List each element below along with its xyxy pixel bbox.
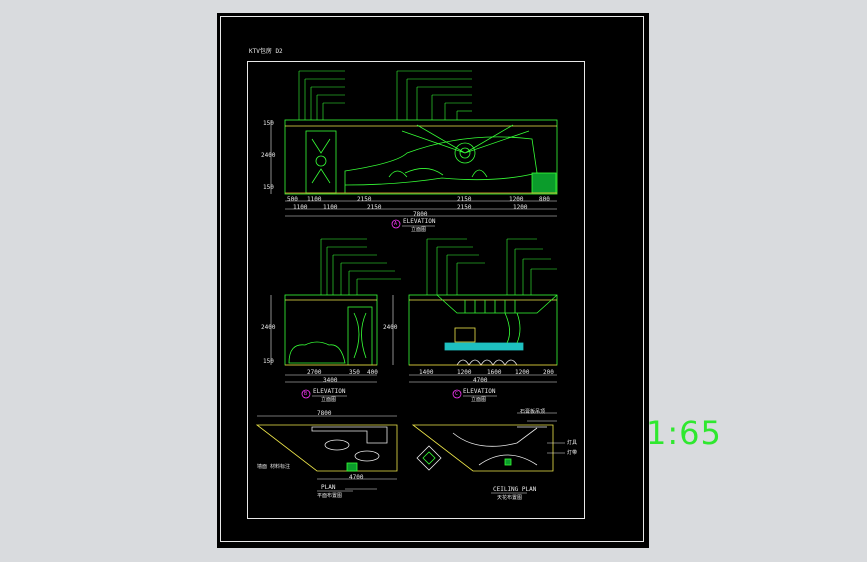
elevation-b-dim: 350 — [349, 369, 360, 376]
sheet-inner-frame — [247, 61, 585, 519]
elevation-c-dim: 1200 — [457, 369, 472, 376]
elevation-a-dim: 800 — [539, 196, 550, 203]
elevation-a-dim: 1100 — [307, 196, 322, 203]
scale-label: 1:65 — [646, 414, 722, 452]
elevation-c-total: 4700 — [473, 377, 488, 384]
elevation-a-title: ELEVATION — [403, 218, 436, 225]
elevation-a-dim: 1200 — [509, 196, 524, 203]
plan-title: PLAN — [321, 484, 336, 491]
elevation-a-dimension-lines — [270, 120, 557, 217]
plan-side-note: 墙面 材料标注 — [257, 464, 291, 470]
elevation-c-dim: 1200 — [515, 369, 530, 376]
elevation-a-marker-circle — [391, 219, 401, 229]
elevation-a-marker-letter: A — [394, 221, 398, 227]
elevation-a-dim: 2150 — [457, 204, 472, 211]
elevation-c-subtitle: 立面图 — [471, 397, 487, 403]
ceiling-note: 灯具 — [567, 440, 578, 446]
elevation-a-dim: 2150 — [367, 204, 382, 211]
elevation-c-dimension-lines — [392, 295, 557, 383]
elevation-b-leaders — [320, 238, 401, 295]
elevation-a-leaders — [298, 70, 472, 120]
elevation-a-subtitle: 立面图 — [411, 227, 427, 233]
elevation-b-dimension-lines — [270, 295, 377, 383]
elevation-a-dim: 2150 — [357, 196, 372, 203]
elevation-a-dim: 1100 — [293, 204, 308, 211]
elevation-c-title: ELEVATION — [463, 388, 496, 395]
elevation-b-title: ELEVATION — [313, 388, 346, 395]
elevation-a-total: 7800 — [413, 211, 428, 218]
elevation-c-height-dim: 2400 — [383, 324, 398, 331]
floor-plan-dimension-lines — [257, 415, 397, 490]
elevation-b-total: 3400 — [323, 377, 338, 384]
elevation-a-dim: 500 — [287, 196, 298, 203]
elevation-c-marker-letter: C — [455, 391, 459, 397]
sheet-outer-frame — [220, 16, 644, 542]
ceiling-plan-subtitle: 天花布置图 — [497, 495, 523, 501]
elevation-a-drawing — [284, 119, 558, 195]
elevation-c-leaders — [426, 238, 557, 295]
floor-plan-drawing — [255, 424, 442, 472]
elevation-b-subtitle: 立面图 — [321, 397, 337, 403]
elevation-c-dim: 1400 — [419, 369, 434, 376]
elevation-b-height-dim: 150 — [263, 358, 274, 365]
ceiling-note: 灯带 — [567, 450, 578, 456]
elevation-c-dim: 200 — [543, 369, 554, 376]
elevation-c-dim: 1600 — [487, 369, 502, 376]
plan-bottom-dim: 4700 — [349, 474, 364, 481]
elevation-a-height-dim: 150 — [263, 120, 274, 127]
drawing-sheet: KTV包房 D2 150 2400 150 500 1100 2150 2150… — [217, 13, 649, 548]
elevation-b-drawing — [284, 294, 378, 366]
ceiling-note: 石膏板吊顶 — [520, 409, 546, 415]
elevation-a-height-dim: 2400 — [261, 152, 276, 159]
elevation-b-marker-letter: B — [304, 391, 308, 397]
elevation-c-marker-circle — [452, 389, 462, 399]
elevation-b-dim: 2700 — [307, 369, 322, 376]
ceiling-plan-leaders — [517, 412, 565, 454]
elevation-b-dim: 400 — [367, 369, 378, 376]
ceiling-plan-title: CEILING PLAN — [493, 486, 537, 493]
plan-subtitle: 平面布置图 — [317, 493, 343, 499]
elevation-a-dim: 1200 — [513, 204, 528, 211]
elevation-a-height-dim: 150 — [263, 184, 274, 191]
elevation-b-marker-circle — [301, 389, 311, 399]
elevation-b-height-dim: 2400 — [261, 324, 276, 331]
plan-top-dim: 7800 — [317, 410, 332, 417]
elevation-c-drawing — [408, 294, 558, 366]
cad-linework — [255, 70, 565, 494]
elevation-a-dim: 2150 — [457, 196, 472, 203]
elevation-a-dim: 1100 — [323, 204, 338, 211]
ceiling-plan-drawing — [411, 424, 554, 472]
drawing-title-tag: KTV包房 D2 — [249, 48, 283, 55]
